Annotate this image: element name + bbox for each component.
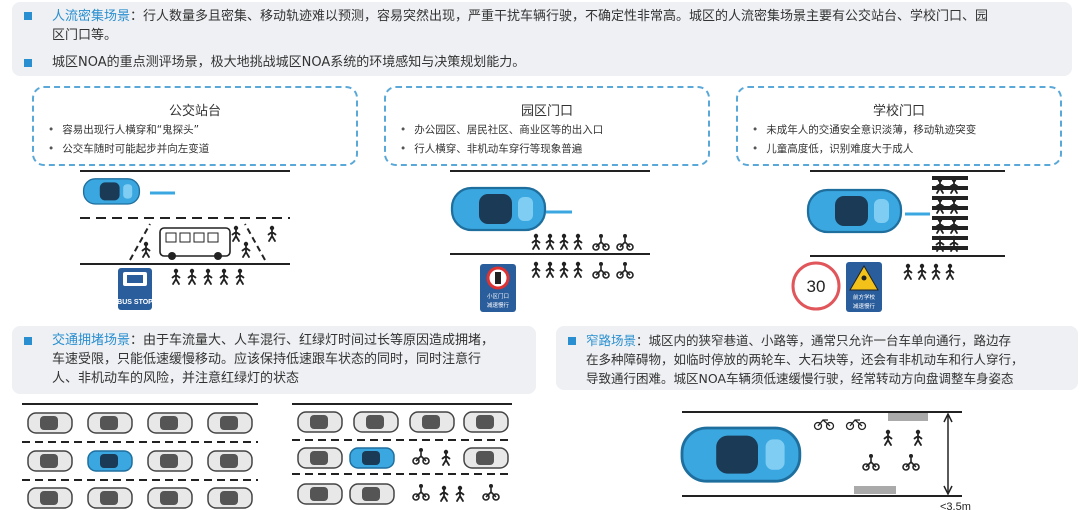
traffic-jam-keyword: 交通拥堵场景 — [52, 333, 131, 348]
park-gate-sign — [480, 264, 516, 312]
speed-limit-sign — [791, 261, 841, 311]
bus-icon — [159, 227, 231, 260]
obstacle-block — [888, 413, 928, 421]
traffic-jam-illustration-2 — [292, 403, 512, 505]
bullet-icon — [24, 59, 32, 67]
bullet-icon — [568, 337, 576, 345]
ego-car-icon — [87, 450, 133, 472]
speed-limit-value: 30 — [807, 277, 826, 296]
crowd-scene-text: ：行人数量多且密集、移动轨迹难以预测，容易突然出现，严重干扰车辆行驶，不确定性非… — [130, 9, 989, 24]
card-item: 行人横穿、非机动车穿行等现象普遍 — [400, 141, 582, 156]
narrow-road-illustration: <3.5m — [680, 411, 971, 510]
traffic-jam-line1: ：由于车流量大、人车混行、红绿灯时间过长等原因造成拥堵， — [130, 333, 495, 348]
card-item: 容易出现行人横穿和“鬼探头” — [48, 122, 199, 137]
narrow-road-line3: 导致通行困难。城区NOA车辆须低速缓慢行驶，经常转动方向盘调整车身姿态 — [586, 371, 1014, 386]
bus-stop-sign — [118, 268, 152, 310]
ego-car-icon — [450, 186, 547, 232]
park-gate-sign-line2: 减速慢行 — [487, 301, 510, 309]
traffic-jam-line3: 人、非机动车的风险，并注意红绿灯的状态 — [52, 371, 300, 386]
card-item: 未成年人的交通安全意识淡薄，移动轨迹突变 — [752, 122, 976, 137]
road-width-label: <3.5m — [940, 501, 971, 510]
card-item: 办公园区、居民社区、商业区等的出入口 — [400, 122, 603, 137]
ego-car-icon — [680, 426, 802, 483]
card-title: 学校门口 — [872, 104, 925, 119]
card-school-gate: 学校门口 未成年人的交通安全意识淡薄，移动轨迹突变 儿童高度低，识别难度大于成人 — [736, 86, 1062, 166]
bus-stop-sign-label: BUS STOP — [117, 299, 153, 306]
crosswalk — [932, 176, 968, 250]
ego-car-icon — [806, 188, 903, 234]
narrow-road-panel — [556, 326, 1078, 390]
narrow-road-text: 窄路场景：城区内的狭窄巷道、小路等，通常只允许一台车单向通行，路边存 在多种障碍… — [586, 331, 1076, 388]
narrow-road-line2: 在多种障碍物，如临时停放的两轮车、大石块等，还会有非机动车和行人穿行， — [586, 352, 1024, 367]
traffic-jam-panel — [12, 326, 536, 394]
school-gate-illustration: 30 前方学校 减速慢行 — [791, 170, 1005, 312]
school-sign-line1: 前方学校 — [853, 293, 876, 301]
obstacle-block — [854, 486, 896, 494]
card-item: 儿童高度低，识别难度大于成人 — [752, 141, 913, 156]
card-item: 公交车随时可能起步并向左变道 — [48, 141, 209, 156]
traffic-jam-illustration-1 — [22, 403, 258, 509]
card-title: 公交站台 — [168, 104, 221, 119]
intro-panel — [12, 2, 1072, 76]
school-zone-sign — [846, 262, 882, 312]
traffic-jam-line2: 车速受限，只能低速缓慢移动。应该保持低速跟车状态的同时，同时注意行 — [52, 352, 482, 367]
ego-car-icon — [82, 178, 141, 205]
intro-paragraph-1: 人流密集场景：行人数量多且密集、移动轨迹难以预测，容易突然出现，严重干扰车辆行驶… — [52, 7, 1072, 45]
park-gate-sign-line1: 小区门口 — [487, 292, 509, 300]
narrow-road-line1: ：城区内的狭窄巷道、小路等，通常只允许一台车单向通行，路边存 — [636, 333, 1012, 348]
bullet-icon — [24, 337, 32, 345]
card-park-gate: 园区门口 办公园区、居民社区、商业区等的出入口 行人横穿、非机动车穿行等现象普遍 — [384, 86, 710, 166]
traffic-jam-text: 交通拥堵场景：由于车流量大、人车混行、红绿灯时间过长等原因造成拥堵， 车速受限，… — [52, 331, 532, 388]
park-gate-illustration: 小区门口 减速慢行 — [450, 170, 650, 312]
ego-car-icon — [349, 447, 395, 469]
card-title: 园区门口 — [520, 104, 573, 119]
crowd-scene-text-2: 区门口等。 — [52, 28, 118, 43]
intro-paragraph-2: 城区NOA的重点测评场景，极大地挑战城区NOA系统的环境感知与决策规划能力。 — [52, 55, 526, 70]
bus-stop-illustration: BUS STOP — [80, 170, 290, 310]
school-sign-line2: 减速慢行 — [853, 302, 876, 310]
bullet-icon — [24, 12, 32, 20]
card-bus-stop: 公交站台 容易出现行人横穿和“鬼探头” 公交车随时可能起步并向左变道 — [32, 86, 358, 166]
narrow-road-keyword: 窄路场景 — [586, 333, 637, 348]
crowd-scene-keyword: 人流密集场景 — [52, 9, 131, 24]
